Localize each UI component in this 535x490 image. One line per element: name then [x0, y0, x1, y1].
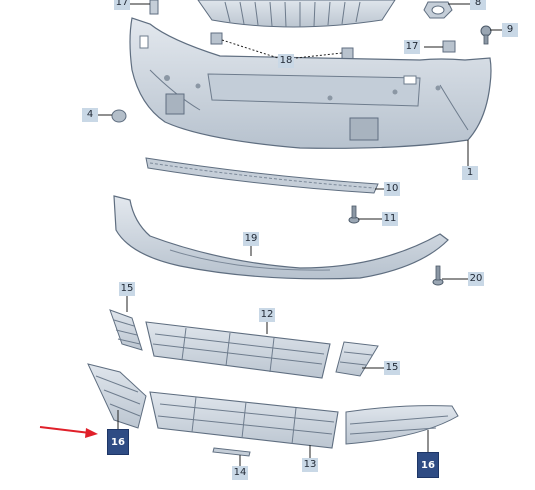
grille-insert-15-right[interactable]: [335, 341, 379, 377]
screw-9[interactable]: [480, 25, 492, 45]
callout-13[interactable]: 13: [302, 458, 318, 472]
callout-12[interactable]: 12: [259, 308, 275, 322]
callout-20[interactable]: 20: [468, 272, 484, 286]
clip-17-right[interactable]: [442, 40, 456, 53]
red-pointer-arrow: [39, 426, 98, 438]
center-grille-12[interactable]: [145, 321, 331, 379]
callout-10[interactable]: 10: [384, 182, 400, 196]
trim-frame-16-left[interactable]: [87, 363, 147, 429]
callout-17-right[interactable]: 17: [404, 40, 420, 54]
callout-8[interactable]: 8: [470, 0, 486, 10]
clip-18-right[interactable]: [341, 47, 354, 60]
callout-19[interactable]: 19: [243, 232, 259, 246]
trim-frame-16-right[interactable]: [345, 405, 459, 445]
callout-1[interactable]: 1: [462, 166, 478, 180]
callout-11[interactable]: 11: [382, 212, 398, 226]
callout-17-upper[interactable]: 17: [114, 0, 130, 10]
clip-17-upper[interactable]: [149, 0, 159, 15]
callout-16-left[interactable]: 16: [107, 429, 129, 455]
callout-18[interactable]: 18: [278, 54, 294, 68]
callout-15-right[interactable]: 15: [384, 361, 400, 375]
callout-16-right[interactable]: 16: [417, 452, 439, 478]
bumper-cover[interactable]: [129, 17, 492, 149]
tow-hook-cap-4[interactable]: [111, 109, 127, 123]
upper-radiator-grille[interactable]: [197, 0, 396, 28]
spoiler-19[interactable]: [113, 195, 449, 280]
trim-strip-14[interactable]: [212, 447, 251, 457]
emblem-bracket-8[interactable]: [423, 1, 453, 19]
callout-14[interactable]: 14: [232, 466, 248, 480]
screw-11[interactable]: [348, 205, 360, 224]
callout-15-left[interactable]: 15: [119, 282, 135, 296]
callout-9[interactable]: 9: [502, 23, 518, 37]
reinforcement-strip-10[interactable]: [145, 157, 379, 194]
grille-insert-15-left[interactable]: [109, 309, 143, 351]
clip-18-left[interactable]: [210, 32, 223, 45]
lower-grille-13[interactable]: [149, 391, 339, 449]
callout-4[interactable]: 4: [82, 108, 98, 122]
screw-20[interactable]: [432, 265, 444, 286]
